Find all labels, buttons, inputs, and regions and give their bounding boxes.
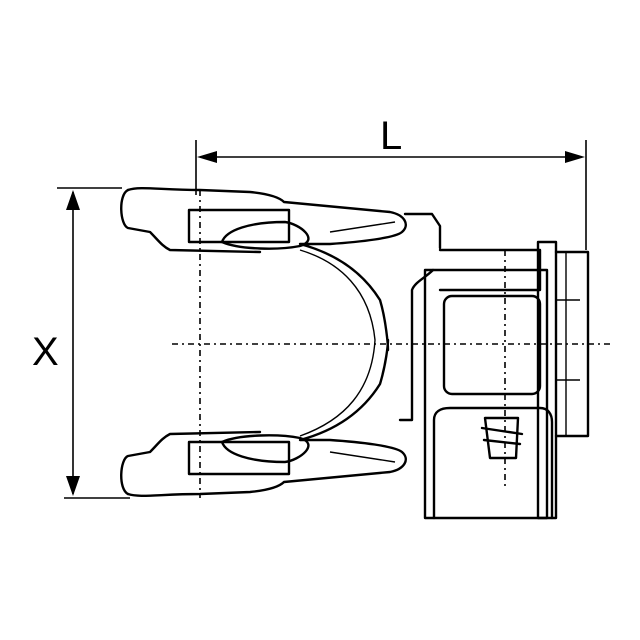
upper-yoke-ear [120, 187, 407, 352]
inner-arc [299, 249, 376, 437]
dimension-label-l: L [380, 114, 403, 158]
dimension-l [195, 140, 587, 250]
dimension-x [57, 187, 130, 499]
lower-yoke-ear [120, 338, 407, 497]
hub-body [398, 212, 590, 520]
spring-pin-detail [480, 416, 524, 460]
dimension-label-x: X [32, 330, 59, 374]
